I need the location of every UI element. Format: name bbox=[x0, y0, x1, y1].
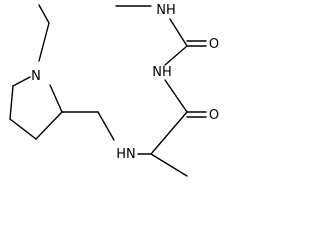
atom-label-urea-o: O bbox=[209, 37, 219, 52]
bond-ch2-nh bbox=[97, 111, 115, 141]
bond-ring-c5-n bbox=[12, 76, 31, 87]
bond-ring-c2-c3 bbox=[35, 111, 63, 140]
atom-label-methyl-nh: NH bbox=[156, 3, 176, 18]
bond-calpha-methyl bbox=[150, 153, 188, 177]
atom-label-amide-o: O bbox=[209, 108, 219, 123]
molecule-structure: N HN NH NH O O bbox=[9, 3, 219, 177]
atom-label-urea-nh: NH bbox=[152, 65, 172, 80]
bond-urea-carbon-nh bbox=[169, 18, 188, 47]
bond-calpha-carbonyl bbox=[150, 111, 188, 155]
bond-ethyl-ch3-ch2 bbox=[38, 4, 50, 24]
bond-ring-c3-c4 bbox=[9, 118, 37, 140]
bond-ring-n-c2 bbox=[49, 84, 63, 113]
bond-ring-c4-c5 bbox=[9, 85, 14, 120]
bond-ethyl-ch2-n bbox=[38, 22, 50, 62]
bond-carbonyl-nh bbox=[164, 79, 188, 113]
bond-nh-urea-carbon bbox=[164, 45, 188, 66]
atom-label-ring-n: N bbox=[31, 69, 41, 84]
atom-label-amine-nh: HN bbox=[116, 147, 136, 162]
